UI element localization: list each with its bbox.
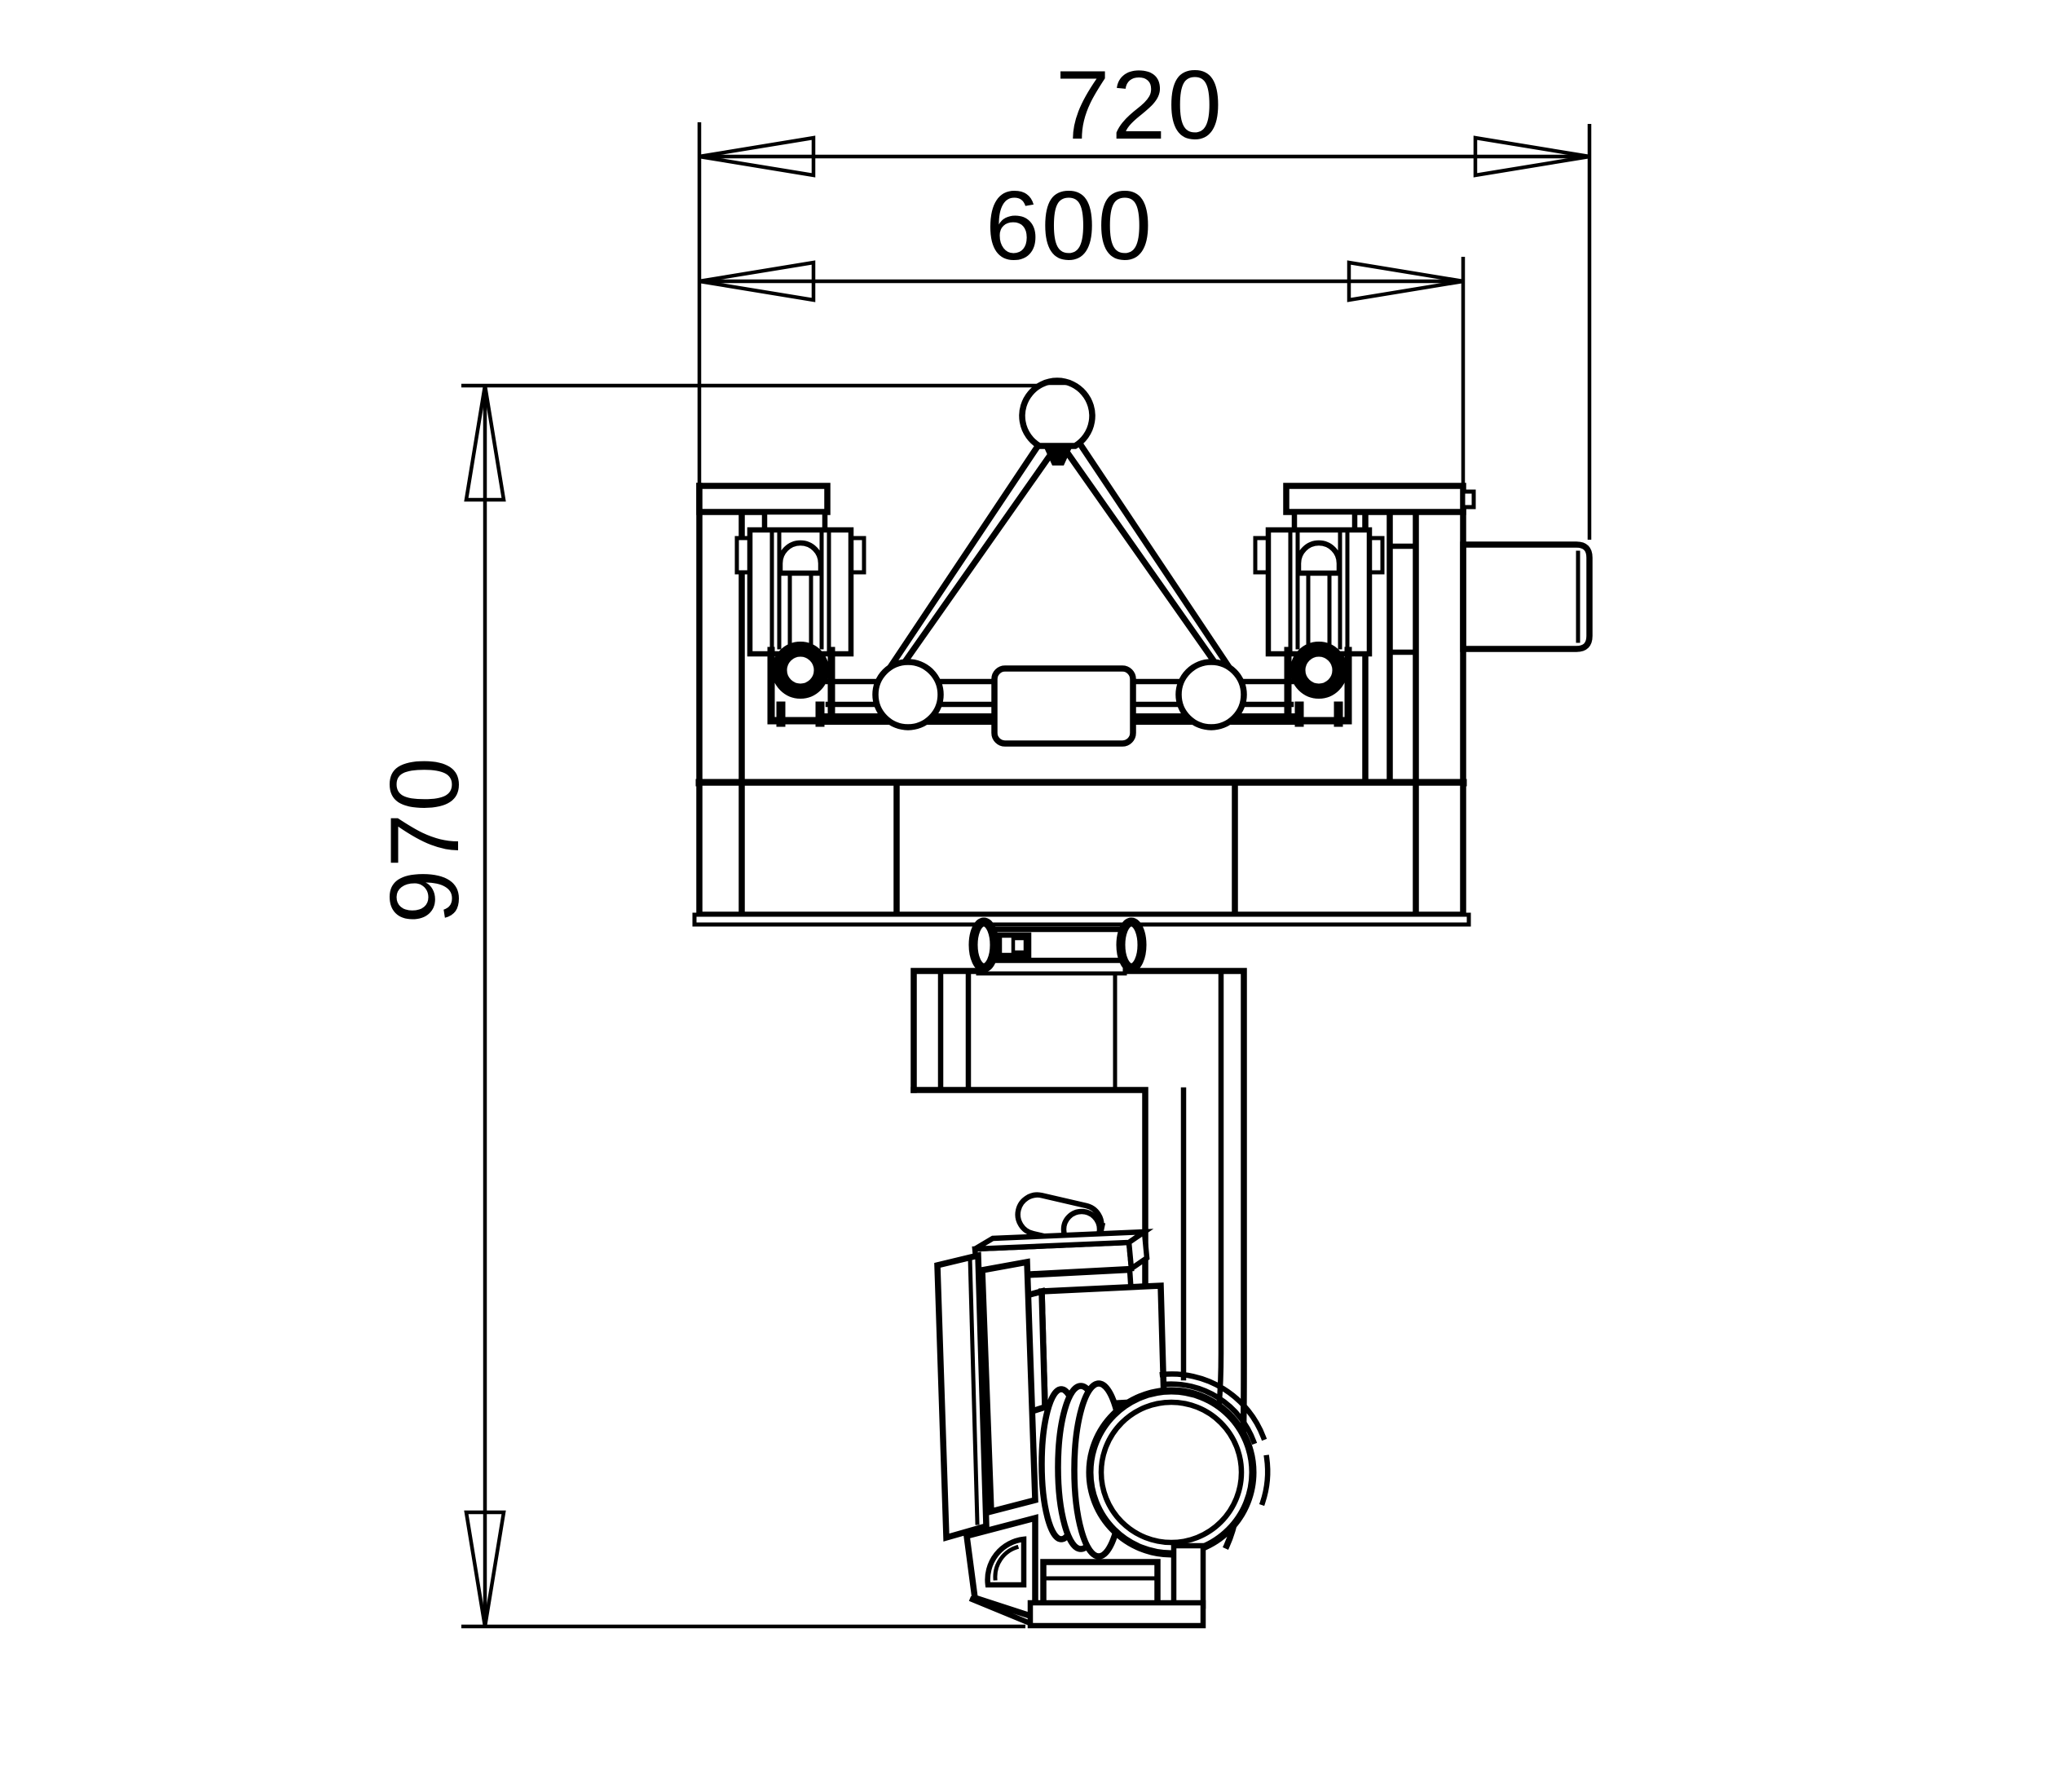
lens-inner-ring xyxy=(1098,1399,1245,1546)
flange-tab xyxy=(1461,489,1476,510)
dimension-annotations: 720 600 970 xyxy=(370,51,1592,1629)
triangle-linkage xyxy=(872,377,1247,730)
dim-arrowhead xyxy=(464,385,506,502)
base-box xyxy=(696,779,1466,918)
dimension-mount-width: 600 xyxy=(699,171,1464,302)
mount-plate-edge xyxy=(968,1255,980,1525)
apex-joint xyxy=(1044,448,1072,466)
mount-plate-front xyxy=(979,1258,1038,1516)
yaw-pivot-cylinder xyxy=(968,917,1147,976)
lens-hood-rim xyxy=(1159,1371,1267,1441)
center-drive-block xyxy=(991,665,1136,747)
mount-plate-rear xyxy=(934,1251,990,1542)
pivot-ball-right xyxy=(1175,659,1247,730)
foot-slant-edge xyxy=(968,1595,1036,1628)
cylinder-detail-inner xyxy=(1011,936,1028,955)
dim-arrowhead xyxy=(699,260,816,302)
dimension-overall-height: 970 xyxy=(370,385,506,1627)
foot-right-column xyxy=(1170,1542,1206,1609)
top-ball xyxy=(1019,377,1096,449)
dim-arrowhead xyxy=(699,135,816,178)
dim-arrowhead xyxy=(464,1510,506,1627)
dim-arrowhead xyxy=(1473,135,1590,178)
side-motor-block xyxy=(1460,541,1593,652)
foot-base-plate xyxy=(1027,1600,1206,1629)
base-bottom-plate xyxy=(692,912,1471,927)
dim-label-970: 970 xyxy=(370,756,479,924)
dim-label-600: 600 xyxy=(985,171,1153,280)
lens-front xyxy=(1086,1387,1257,1558)
dim-label-720: 720 xyxy=(1056,51,1223,160)
dimension-overall-width: 720 xyxy=(699,51,1590,178)
top-flange-right xyxy=(1283,483,1466,515)
upper-housing xyxy=(692,377,1593,927)
top-plate-side xyxy=(1126,1227,1150,1273)
foot-center-block xyxy=(1040,1559,1161,1608)
top-flange-left xyxy=(696,483,831,515)
leg-edge xyxy=(1063,448,1219,667)
lens-hood-rim-inner xyxy=(1161,1381,1258,1445)
pivot-ball-left xyxy=(872,659,944,730)
dim-arrowhead xyxy=(1347,260,1464,302)
cylinder-cap-right xyxy=(1116,917,1147,973)
lower-gimbal-assembly xyxy=(910,917,1271,1629)
camera-foot xyxy=(963,1514,1206,1629)
leg-edge xyxy=(875,443,1042,688)
leg-edge xyxy=(900,448,1056,667)
leg-edge xyxy=(1078,443,1245,688)
cylinder-cap-left xyxy=(968,917,999,973)
camera-head xyxy=(934,1192,1271,1560)
foot-notch-inner xyxy=(993,1544,1020,1581)
lens-hood-edge xyxy=(1259,1454,1271,1507)
